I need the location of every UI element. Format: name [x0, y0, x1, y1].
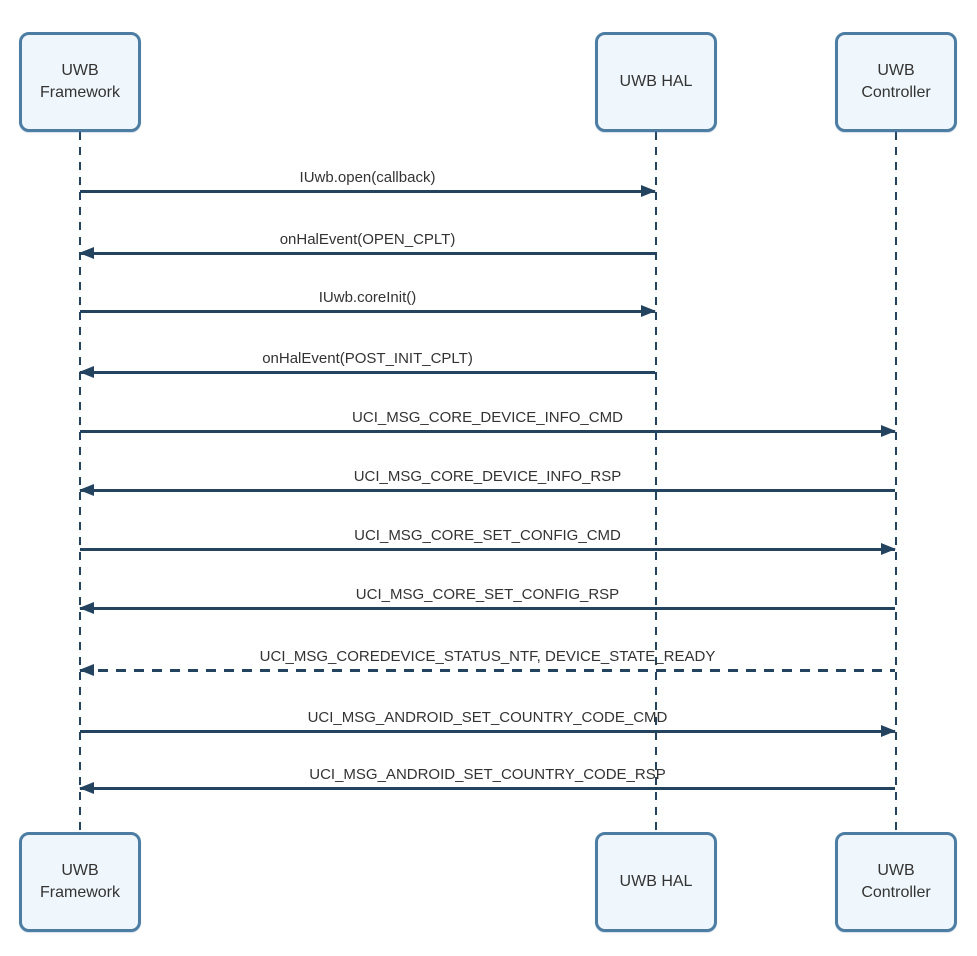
actor-box-uwb-controller-top: UWB Controller: [835, 32, 957, 132]
arrowhead-left-icon: [79, 602, 94, 614]
arrowhead-left-icon: [79, 664, 94, 676]
message-iuwb-coreinit: IUwb.coreInit(): [80, 283, 656, 317]
message-uci-core-set-config-rsp: UCI_MSG_CORE_SET_CONFIG_RSP: [79, 580, 895, 614]
message-label: IUwb.open(callback): [299, 169, 436, 186]
message-line: [80, 190, 655, 193]
message-label: UCI_MSG_ANDROID_SET_COUNTRY_CODE_RSP: [309, 766, 666, 783]
message-onhalevent-open-cplt: onHalEvent(OPEN_CPLT): [79, 225, 655, 259]
actor-label: UWB HAL: [619, 73, 693, 91]
message-uci-coredevice-status-ntf: UCI_MSG_COREDEVICE_STATUS_NTF, DEVICE_ST…: [79, 642, 895, 676]
actor-label: UWB Framework: [39, 62, 120, 101]
message-uci-core-set-config-cmd: UCI_MSG_CORE_SET_CONFIG_CMD: [80, 521, 896, 555]
message-onhalevent-post-init-cplt: onHalEvent(POST_INIT_CPLT): [79, 344, 655, 378]
message-line: [80, 252, 655, 255]
message-line: [80, 548, 895, 551]
message-line: [80, 489, 895, 492]
lifeline-uwb-hal: [655, 132, 657, 832]
arrowhead-right-icon: [881, 725, 896, 737]
message-label: onHalEvent(OPEN_CPLT): [279, 231, 456, 248]
arrowhead-right-icon: [641, 185, 656, 197]
message-iuwb-open-callback: IUwb.open(callback): [80, 163, 656, 197]
arrowhead-left-icon: [79, 366, 94, 378]
message-line: [80, 607, 895, 610]
actor-box-uwb-framework-bottom: UWB Framework: [19, 832, 141, 932]
arrowhead-left-icon: [79, 484, 94, 496]
actor-box-uwb-hal-bottom: UWB HAL: [595, 832, 717, 932]
message-label: UCI_MSG_CORE_DEVICE_INFO_RSP: [353, 468, 622, 485]
arrowhead-right-icon: [881, 425, 896, 437]
actor-label: UWB HAL: [619, 873, 693, 891]
message-line: [80, 730, 895, 733]
message-label: IUwb.coreInit(): [318, 289, 417, 306]
message-label: UCI_MSG_CORE_SET_CONFIG_CMD: [354, 527, 621, 544]
message-line: [80, 430, 895, 433]
message-line: [80, 371, 655, 374]
actor-box-uwb-framework-top: UWB Framework: [19, 32, 141, 132]
arrowhead-right-icon: [641, 305, 656, 317]
actor-box-uwb-controller-bottom: UWB Controller: [835, 832, 957, 932]
message-uci-android-set-country-code-cmd: UCI_MSG_ANDROID_SET_COUNTRY_CODE_CMD: [80, 703, 896, 737]
arrowhead-left-icon: [79, 782, 94, 794]
lifeline-uwb-framework: [79, 132, 81, 832]
message-line: [80, 787, 895, 790]
actor-box-uwb-hal-top: UWB HAL: [595, 32, 717, 132]
actor-label: UWB Framework: [39, 862, 120, 901]
message-label: UCI_MSG_ANDROID_SET_COUNTRY_CODE_CMD: [307, 709, 668, 726]
message-label: UCI_MSG_CORE_DEVICE_INFO_CMD: [352, 409, 623, 426]
message-uci-android-set-country-code-rsp: UCI_MSG_ANDROID_SET_COUNTRY_CODE_RSP: [79, 760, 895, 794]
message-line: [80, 310, 655, 313]
message-line-dashed: [80, 669, 895, 672]
message-uci-core-device-info-cmd: UCI_MSG_CORE_DEVICE_INFO_CMD: [80, 403, 896, 437]
message-label: UCI_MSG_COREDEVICE_STATUS_NTF, DEVICE_ST…: [259, 648, 716, 665]
actor-label: UWB Controller: [861, 862, 931, 901]
arrowhead-right-icon: [881, 543, 896, 555]
lifeline-uwb-controller: [895, 132, 897, 832]
message-uci-core-device-info-rsp: UCI_MSG_CORE_DEVICE_INFO_RSP: [79, 462, 895, 496]
arrowhead-left-icon: [79, 247, 94, 259]
actor-label: UWB Controller: [861, 62, 931, 101]
message-label: onHalEvent(POST_INIT_CPLT): [262, 350, 473, 367]
message-label: UCI_MSG_CORE_SET_CONFIG_RSP: [355, 586, 620, 603]
